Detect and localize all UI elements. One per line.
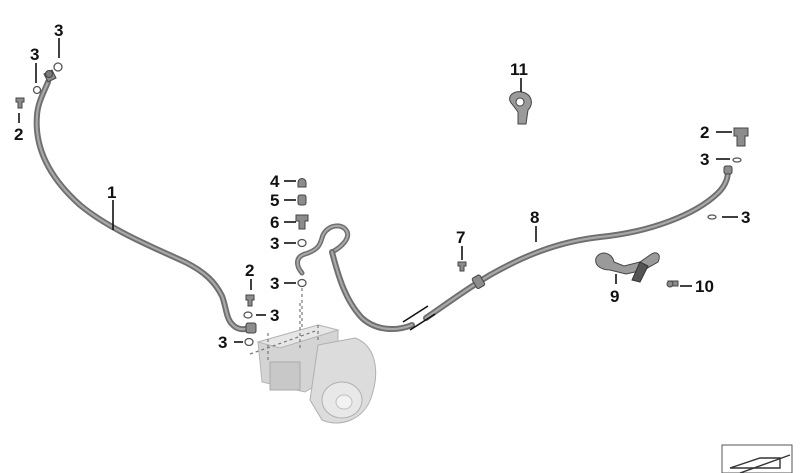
sealing-ring-3-top xyxy=(53,62,63,72)
callout-2-right: 2 xyxy=(700,123,709,142)
bleeder-valve-5 xyxy=(297,194,307,206)
bolt-2-lower-left xyxy=(245,294,255,307)
callout-7: 7 xyxy=(456,228,465,247)
callout-3-upper-left: 3 xyxy=(30,45,39,64)
sealing-ring-3-right-low xyxy=(707,214,717,220)
hollow-bolt-6 xyxy=(295,214,309,230)
sealing-ring-3-upper-left xyxy=(32,85,42,95)
protective-cap-4 xyxy=(297,178,307,188)
page-corner-icon xyxy=(721,444,793,473)
sealing-ring-3-left-mid xyxy=(243,311,253,319)
callout-2-lower: 2 xyxy=(245,261,254,280)
clamp-11 xyxy=(509,91,532,125)
callout-2-left: 2 xyxy=(14,125,23,144)
bolt-2-right xyxy=(733,127,749,147)
callout-3-left-low: 3 xyxy=(218,333,227,352)
sealing-ring-3-left-low xyxy=(244,337,254,347)
screw-10 xyxy=(666,280,679,288)
callout-11: 11 xyxy=(510,60,528,79)
callout-8: 8 xyxy=(530,208,539,227)
brake-line-8 xyxy=(329,165,733,333)
callout-6: 6 xyxy=(270,213,279,232)
callout-3-left-mid: 3 xyxy=(270,306,279,325)
sealing-ring-3-right-top xyxy=(732,157,742,163)
abs-unit xyxy=(249,300,377,424)
callout-1: 1 xyxy=(107,183,116,202)
callout-5: 5 xyxy=(270,191,279,210)
callout-3-abs-mid: 3 xyxy=(270,274,279,293)
callout-10: 10 xyxy=(695,277,714,296)
callout-4: 4 xyxy=(270,172,280,191)
screw-7 xyxy=(457,261,467,272)
callout-9: 9 xyxy=(610,287,619,306)
callout-3-abs-top: 3 xyxy=(270,234,279,253)
bracket-9 xyxy=(595,252,660,283)
callout-3-top: 3 xyxy=(54,21,63,40)
callout-3-right-low: 3 xyxy=(741,208,750,227)
callout-3-right-top: 3 xyxy=(700,150,709,169)
brake-line-abs-connector xyxy=(295,223,350,330)
bleeder-screw-2-left xyxy=(15,97,25,109)
sealing-ring-3-abs-mid xyxy=(297,278,307,288)
leader-lines xyxy=(18,38,738,343)
brake-line-1 xyxy=(33,69,257,334)
sealing-ring-3-abs-top xyxy=(297,238,307,248)
